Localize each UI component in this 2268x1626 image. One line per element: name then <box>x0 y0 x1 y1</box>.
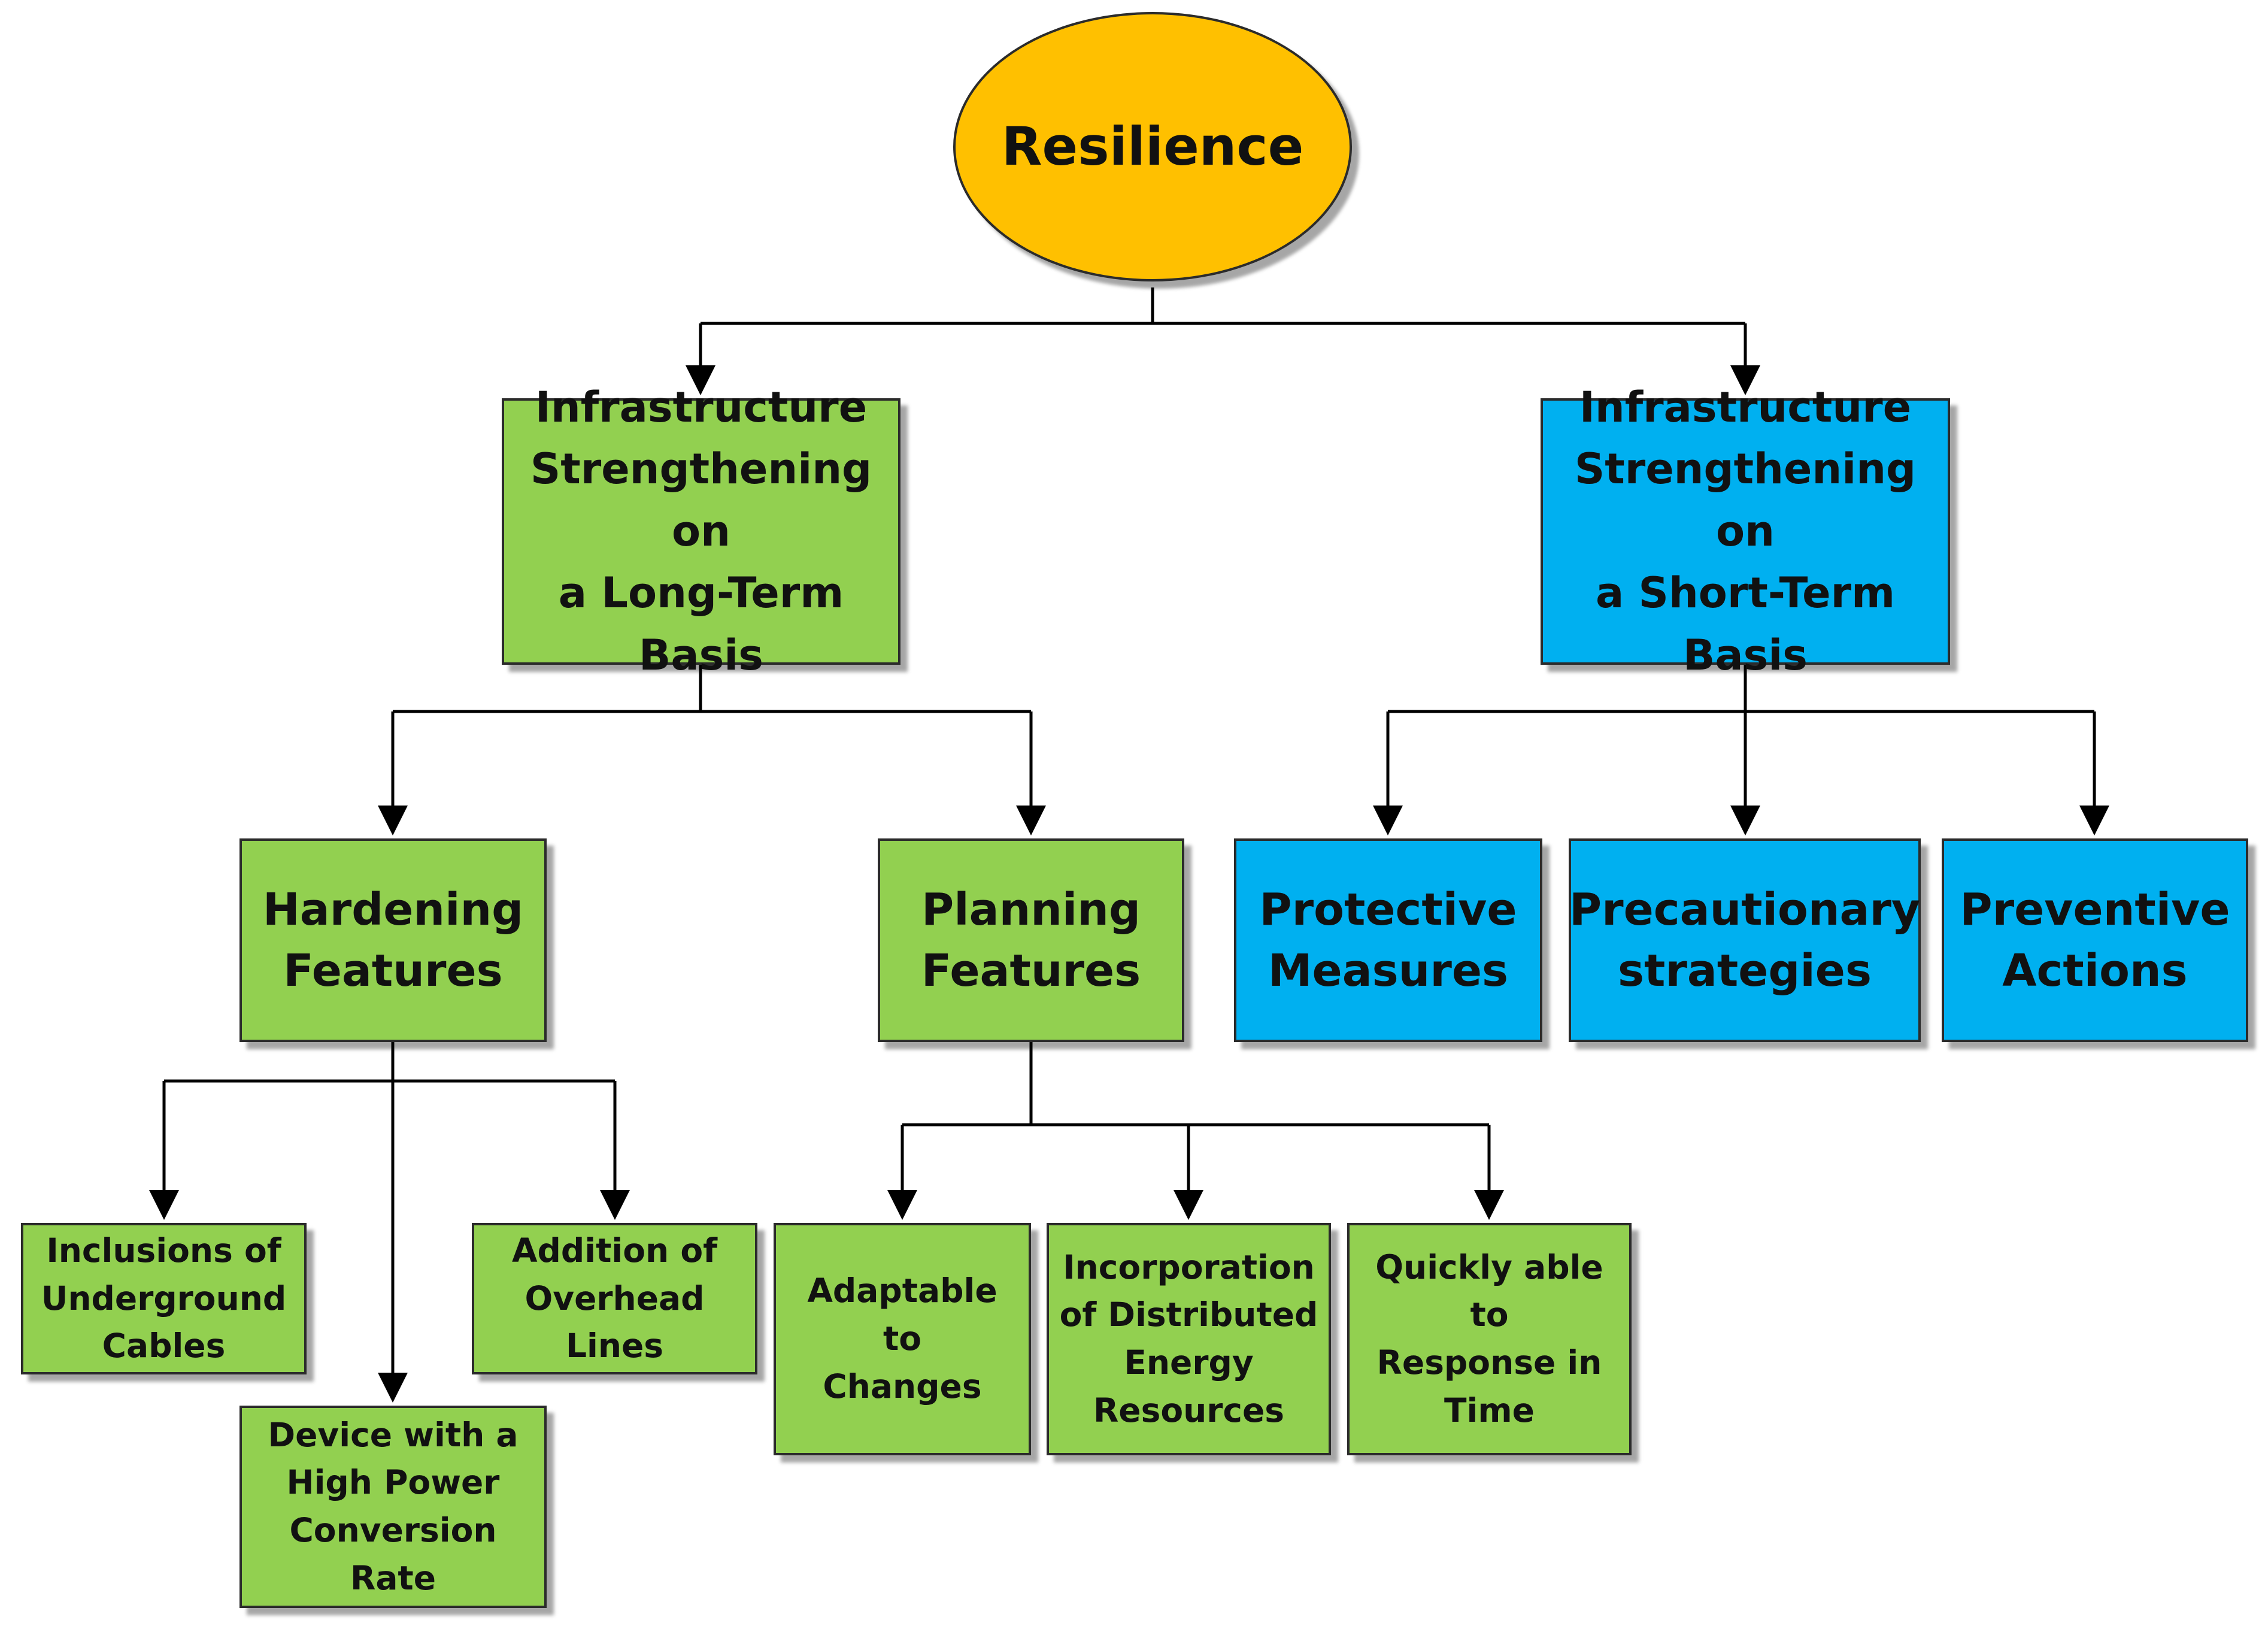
hardening-features-label: Hardening Features <box>262 883 524 997</box>
underground-cables-node: Inclusions of Underground Cables <box>21 1223 307 1374</box>
high-power-conversion-device-node: Device with a High Power Conversion Rate <box>239 1406 547 1608</box>
adaptable-to-changes-node: Adaptable to Changes <box>774 1223 1031 1455</box>
quick-response-label: Quickly able to Response in Time <box>1375 1247 1603 1430</box>
protective-measures-label: Protective Measures <box>1259 883 1517 997</box>
resilience-label: Resilience <box>1001 115 1304 177</box>
precautionary-strategies-label: Precautionary strategies <box>1569 883 1921 997</box>
overhead-lines-node: Addition of Overhead Lines <box>472 1223 757 1374</box>
preventive-actions-label: Preventive Actions <box>1960 883 2230 997</box>
precautionary-strategies-node: Precautionary strategies <box>1569 838 1921 1042</box>
planning-features-label: Planning Features <box>921 883 1141 997</box>
overhead-lines-label: Addition of Overhead Lines <box>511 1231 718 1365</box>
quick-response-node: Quickly able to Response in Time <box>1347 1223 1632 1455</box>
planning-features-node: Planning Features <box>878 838 1184 1042</box>
distributed-energy-resources-label: Incorporation of Distributed Energy Reso… <box>1059 1247 1318 1430</box>
adaptable-to-changes-label: Adaptable to Changes <box>807 1271 997 1406</box>
preventive-actions-node: Preventive Actions <box>1942 838 2248 1042</box>
high-power-conversion-device-label: Device with a High Power Conversion Rate <box>268 1415 519 1597</box>
underground-cables-label: Inclusions of Underground Cables <box>41 1231 287 1365</box>
long-term-strengthening-node: Infrastructure Strengthening on a Long-T… <box>502 383 900 680</box>
protective-measures-node: Protective Measures <box>1234 838 1542 1042</box>
distributed-energy-resources-node: Incorporation of Distributed Energy Reso… <box>1047 1223 1331 1455</box>
short-term-strengthening-node: Infrastructure Strengthening on a Short-… <box>1541 383 1950 680</box>
short-term-strengthening-label: Infrastructure Strengthening on a Short-… <box>1574 382 1917 680</box>
long-term-strengthening-label: Infrastructure Strengthening on a Long-T… <box>530 382 872 680</box>
hardening-features-node: Hardening Features <box>239 838 547 1042</box>
resilience-node: Resilience <box>953 12 1352 281</box>
